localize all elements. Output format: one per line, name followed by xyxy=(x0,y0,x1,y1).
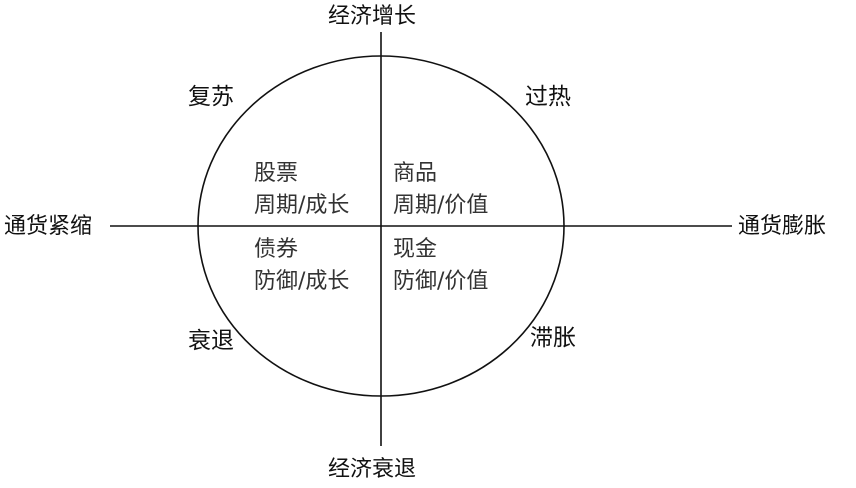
quadrant-asset: 现金 xyxy=(393,237,438,262)
quadrant-asset: 商品 xyxy=(393,161,438,186)
phase-label-overheat: 过热 xyxy=(525,84,571,110)
axis-label-left: 通货紧缩 xyxy=(4,214,93,239)
quadrant-style: 防御/成长 xyxy=(254,269,350,294)
axis-label-top: 经济增长 xyxy=(328,4,417,29)
phase-label-stagflation: 滞胀 xyxy=(530,325,576,351)
quadrant-asset: 债券 xyxy=(254,237,299,262)
quadrant-bottom-right: 现金 防御/价值 xyxy=(393,234,488,298)
quadrant-style: 防御/价值 xyxy=(393,269,489,294)
quadrant-top-right: 商品 周期/价值 xyxy=(393,158,488,222)
quadrant-style: 周期/成长 xyxy=(254,193,350,218)
quadrant-style: 周期/价值 xyxy=(393,193,489,218)
quadrant-asset: 股票 xyxy=(254,161,299,186)
axis-label-right: 通货膨胀 xyxy=(738,214,827,239)
quadrant-bottom-left: 债券 防御/成长 xyxy=(254,234,349,298)
quadrant-top-left: 股票 周期/成长 xyxy=(254,158,349,222)
phase-label-recession: 衰退 xyxy=(188,328,234,354)
phase-label-recovery: 复苏 xyxy=(188,84,234,110)
axis-label-bottom: 经济衰退 xyxy=(328,457,417,482)
